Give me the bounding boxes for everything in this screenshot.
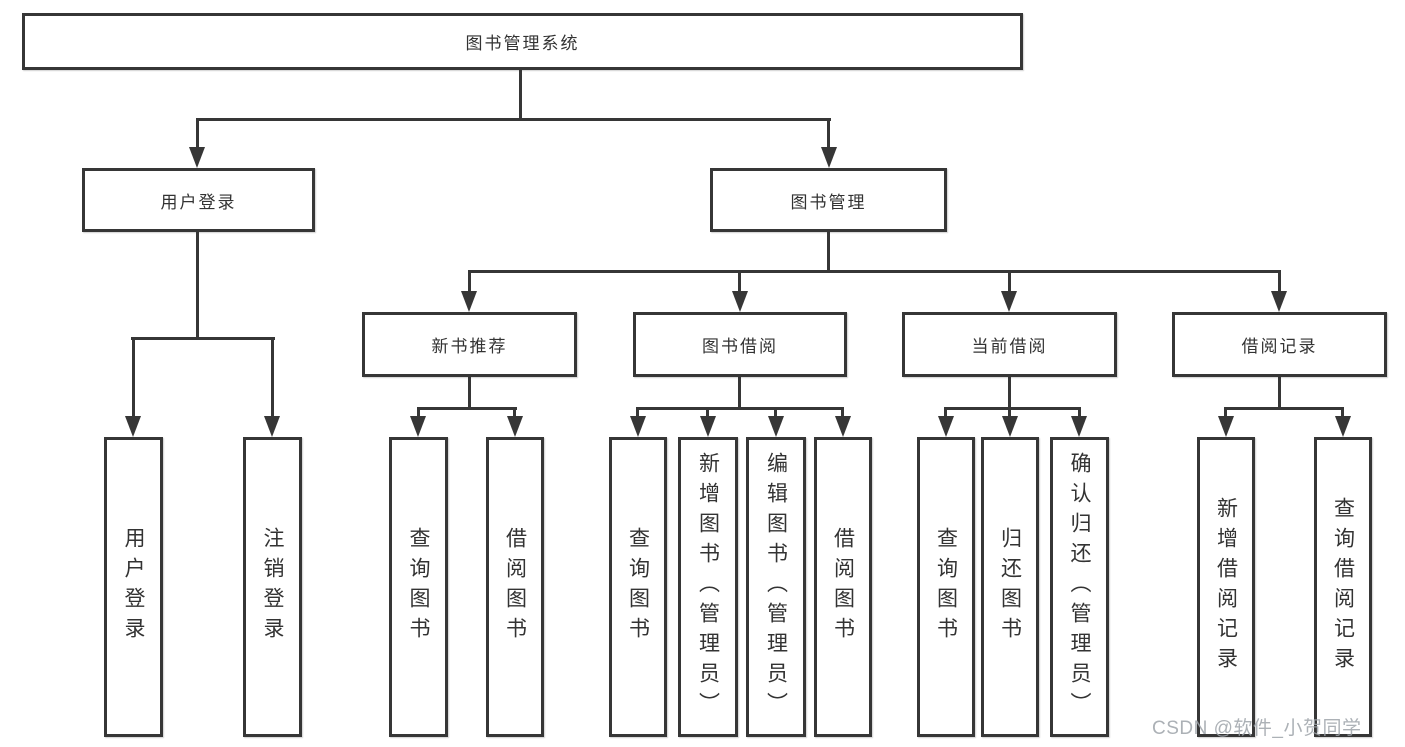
connector-stem — [706, 407, 709, 418]
connector-stem — [1224, 407, 1227, 418]
connector-bookborrow-drop — [738, 377, 741, 407]
leaf-borrow-books: 借阅图书 — [814, 437, 872, 737]
node-book-management: 图书管理 — [710, 168, 947, 232]
connector-stem — [271, 337, 274, 418]
arrowhead-down — [189, 147, 205, 168]
arrowhead-down — [1335, 416, 1351, 437]
leaf-edit-books-admin: 编辑图书（管理员） — [746, 437, 806, 737]
node-book-borrowing-label: 图书借阅 — [702, 337, 778, 356]
node-current-borrowing-label: 当前借阅 — [971, 337, 1048, 356]
leaf-current-query-books: 查询图书 — [917, 437, 975, 737]
csdn-watermark: CSDN @软件_小贺同学 — [1152, 718, 1362, 739]
node-library-system: 图书管理系统 — [22, 13, 1023, 70]
leaf-query-borrow-record: 查询借阅记录 — [1314, 437, 1372, 737]
leaf-logout-label: 注销登录 — [261, 527, 284, 647]
leaf-return-books-label: 归还图书 — [998, 527, 1022, 647]
node-user-login-group-label: 用户登录 — [160, 192, 237, 212]
connector-root-drop — [519, 70, 522, 118]
arrowhead-down — [630, 416, 646, 437]
arrowhead-down — [700, 416, 716, 437]
node-new-book-recommend: 新书推荐 — [362, 312, 577, 377]
connector-bookmgmt-hbar — [468, 270, 1281, 273]
leaf-add-borrow-record-label: 新增借阅记录 — [1214, 497, 1238, 677]
connector-stem — [774, 407, 777, 418]
leaf-confirm-return-admin: 确认归还（管理员） — [1050, 437, 1109, 737]
leaf-newbook-query-books: 查询图书 — [389, 437, 448, 737]
connector-stem — [132, 337, 135, 418]
connector-currentborrow-hbar — [945, 407, 1080, 410]
leaf-logout: 注销登录 — [243, 437, 302, 737]
connector-userlogin-drop — [196, 232, 199, 337]
leaf-newbook-borrow-books-label: 借阅图书 — [503, 527, 527, 647]
connector-stem — [841, 407, 844, 418]
leaf-add-books-admin-label: 新增图书（管理员） — [696, 452, 720, 722]
connector-stem — [738, 270, 741, 293]
arrowhead-down — [461, 291, 477, 312]
connector-newbook-drop — [468, 377, 471, 407]
connector-stem — [417, 407, 420, 418]
leaf-add-borrow-record: 新增借阅记录 — [1197, 437, 1255, 737]
connector-currentborrow-drop — [1008, 377, 1011, 407]
leaf-user-login-label: 用户登录 — [122, 527, 145, 647]
leaf-borrow-query-books: 查询图书 — [609, 437, 667, 737]
connector-stem — [1008, 407, 1011, 418]
leaf-query-borrow-record-label: 查询借阅记录 — [1331, 497, 1355, 677]
connector-stem — [827, 118, 830, 149]
leaf-user-login: 用户登录 — [104, 437, 163, 737]
node-user-login-group: 用户登录 — [82, 168, 315, 232]
connector-stem — [513, 407, 516, 418]
connector-stem — [1078, 407, 1081, 418]
leaf-newbook-borrow-books: 借阅图书 — [486, 437, 544, 737]
arrowhead-down — [732, 291, 748, 312]
connector-stem — [468, 270, 471, 293]
connector-stem — [196, 118, 199, 149]
arrowhead-down — [1071, 416, 1087, 437]
arrowhead-down — [938, 416, 954, 437]
leaf-confirm-return-admin-label: 确认归还（管理员） — [1068, 452, 1091, 722]
node-new-book-recommend-label: 新书推荐 — [431, 337, 508, 356]
arrowhead-down — [1271, 291, 1287, 312]
node-library-system-label: 图书管理系统 — [465, 34, 580, 53]
arrowhead-down — [768, 416, 784, 437]
arrowhead-down — [507, 416, 523, 437]
connector-bookmgmt-drop — [827, 232, 830, 270]
connector-stem — [1278, 270, 1281, 293]
node-borrow-records: 借阅记录 — [1172, 312, 1387, 377]
leaf-edit-books-admin-label: 编辑图书（管理员） — [764, 452, 788, 722]
node-current-borrowing: 当前借阅 — [902, 312, 1117, 377]
arrowhead-down — [264, 416, 280, 437]
leaf-current-query-books-label: 查询图书 — [934, 527, 958, 647]
connector-stem — [636, 407, 639, 418]
node-borrow-records-label: 借阅记录 — [1241, 337, 1318, 356]
leaf-return-books: 归还图书 — [981, 437, 1039, 737]
connector-userlogin-hbar — [131, 337, 275, 340]
connector-stem — [944, 407, 947, 418]
arrowhead-down — [1001, 291, 1017, 312]
leaf-borrow-books-label: 借阅图书 — [831, 527, 855, 647]
leaf-newbook-query-books-label: 查询图书 — [407, 527, 430, 647]
arrowhead-down — [1218, 416, 1234, 437]
connector-root-hbar — [196, 118, 831, 121]
connector-stem — [1008, 270, 1011, 293]
arrowhead-down — [125, 416, 141, 437]
arrowhead-down — [410, 416, 426, 437]
node-book-borrowing: 图书借阅 — [633, 312, 847, 377]
node-book-management-label: 图书管理 — [790, 192, 867, 212]
leaf-add-books-admin: 新增图书（管理员） — [678, 437, 738, 737]
arrowhead-down — [835, 416, 851, 437]
connector-newbook-hbar — [417, 407, 517, 410]
connector-records-hbar — [1225, 407, 1344, 410]
connector-bookborrow-hbar — [637, 407, 844, 410]
leaf-borrow-query-books-label: 查询图书 — [626, 527, 650, 647]
arrowhead-down — [821, 147, 837, 168]
arrowhead-down — [1002, 416, 1018, 437]
connector-records-drop — [1278, 377, 1281, 407]
connector-stem — [1341, 407, 1344, 418]
